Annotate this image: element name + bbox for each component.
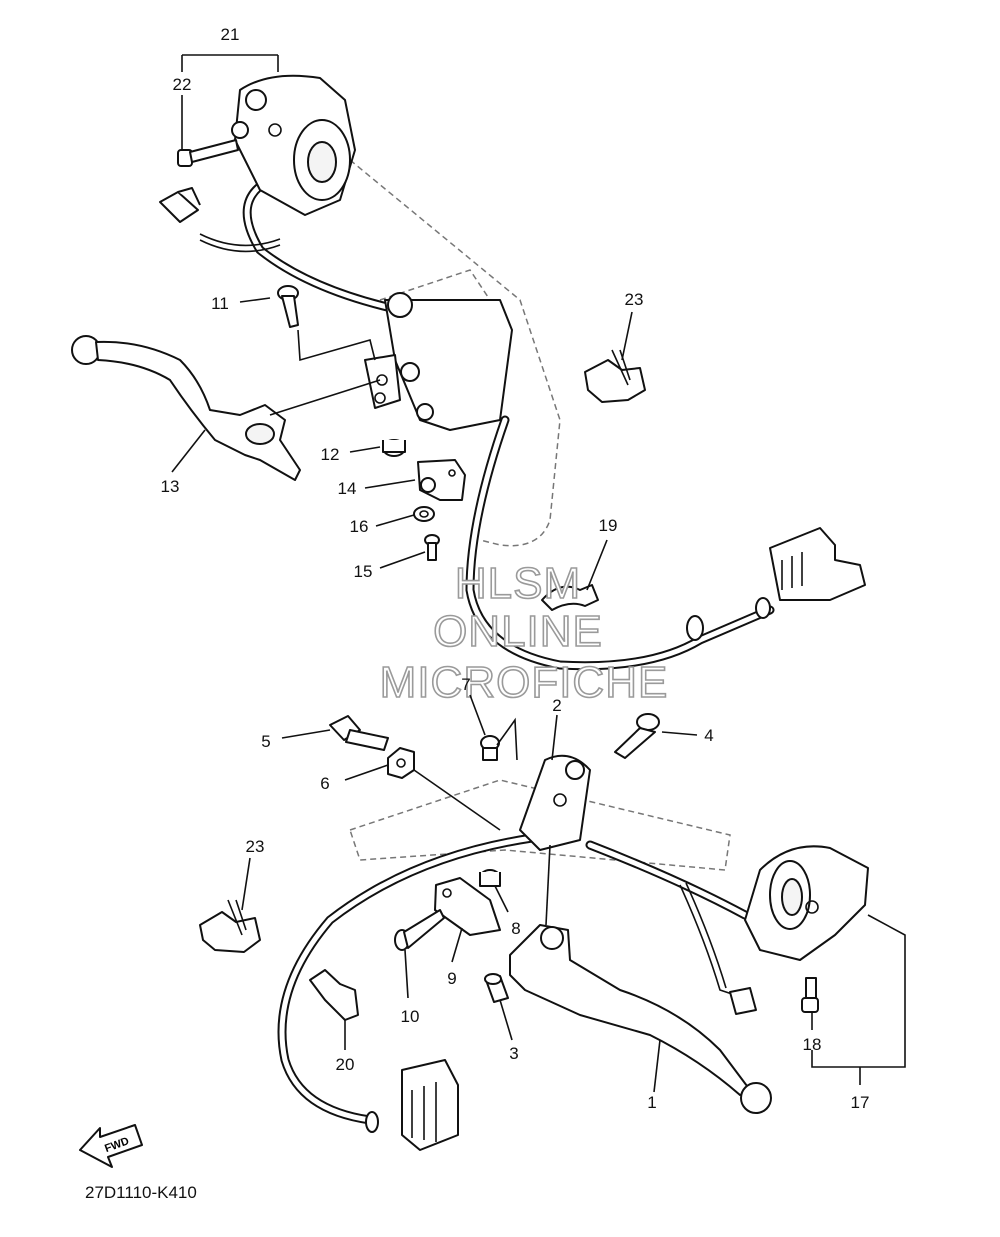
part-label-12: 12: [321, 445, 340, 464]
clamp-20: [309, 969, 359, 1021]
watermark-line-2: ONLINE: [433, 607, 603, 656]
start-switch-assembly-upper: [231, 74, 356, 216]
connector-upper-right: [686, 527, 866, 641]
connector-upper-small: [159, 187, 201, 223]
clip-23-upper: [584, 349, 646, 403]
figure-code: 27D1110-K410: [85, 1183, 197, 1202]
screw-7: [480, 717, 518, 761]
part-label-7: 7: [461, 675, 470, 694]
part-label-13: 13: [161, 477, 180, 496]
part-label-8: 8: [511, 919, 520, 938]
brake-lever-13: [71, 335, 381, 481]
clip-23-lower: [199, 899, 261, 953]
connector-lower-small: [729, 987, 757, 1015]
screw-15: [424, 534, 440, 561]
leaders: [171, 54, 906, 1093]
switch-assembly-17: [744, 845, 869, 961]
pivot-bolt-11: [277, 285, 376, 362]
nut-6: [387, 747, 501, 831]
lower-cable: [277, 830, 750, 1125]
part-label-6: 6: [320, 774, 329, 793]
part-label-21: 21: [221, 25, 240, 44]
upper-cable: [199, 175, 775, 671]
part-label-23-upper: 23: [625, 290, 644, 309]
part-label-9: 9: [447, 969, 456, 988]
collar-3: [484, 973, 509, 1003]
part-label-15: 15: [354, 562, 373, 581]
screw-22: [177, 139, 239, 167]
part-label-14: 14: [338, 479, 357, 498]
master-cylinder-bracket: [364, 292, 513, 431]
connector-lower-left: [365, 1059, 459, 1151]
bolt-5: [329, 715, 389, 751]
part-label-4: 4: [704, 726, 713, 745]
part-label-5: 5: [261, 732, 270, 751]
screw-10: [394, 909, 445, 951]
switch-14: [417, 459, 466, 501]
watermark-line-1: HLSM: [455, 559, 581, 608]
collar-12: [382, 439, 406, 457]
screw-18: [801, 977, 819, 1013]
part-label-18: 18: [803, 1035, 822, 1054]
part-label-2: 2: [552, 696, 561, 715]
switch-9: [434, 877, 501, 936]
part-label-3: 3: [509, 1044, 518, 1063]
lever-holder-2: [519, 754, 591, 851]
part-label-19: 19: [599, 516, 618, 535]
watermark-line-3: MICROFICHE: [380, 658, 669, 707]
part-label-22: 22: [173, 75, 192, 94]
part-label-11: 11: [211, 294, 229, 313]
part-label-1: 1: [647, 1093, 656, 1112]
part-label-10: 10: [401, 1007, 420, 1026]
bolt-4: [614, 713, 660, 759]
watermark: HLSM ONLINE MICROFICHE: [379, 558, 669, 708]
clamp-19: [541, 584, 599, 611]
part-label-23-lower: 23: [246, 837, 265, 856]
part-label-16: 16: [350, 517, 369, 536]
collar-8: [479, 869, 501, 887]
part-label-17: 17: [851, 1093, 870, 1112]
part-label-20: 20: [336, 1055, 355, 1074]
labels: 21 22 11 12 13 14 16 15 19 23 7 2 4 5 6 …: [85, 25, 869, 1202]
washer-16: [413, 506, 435, 522]
fwd-arrow: [79, 1124, 143, 1168]
clutch-lever-1: [509, 924, 772, 1114]
